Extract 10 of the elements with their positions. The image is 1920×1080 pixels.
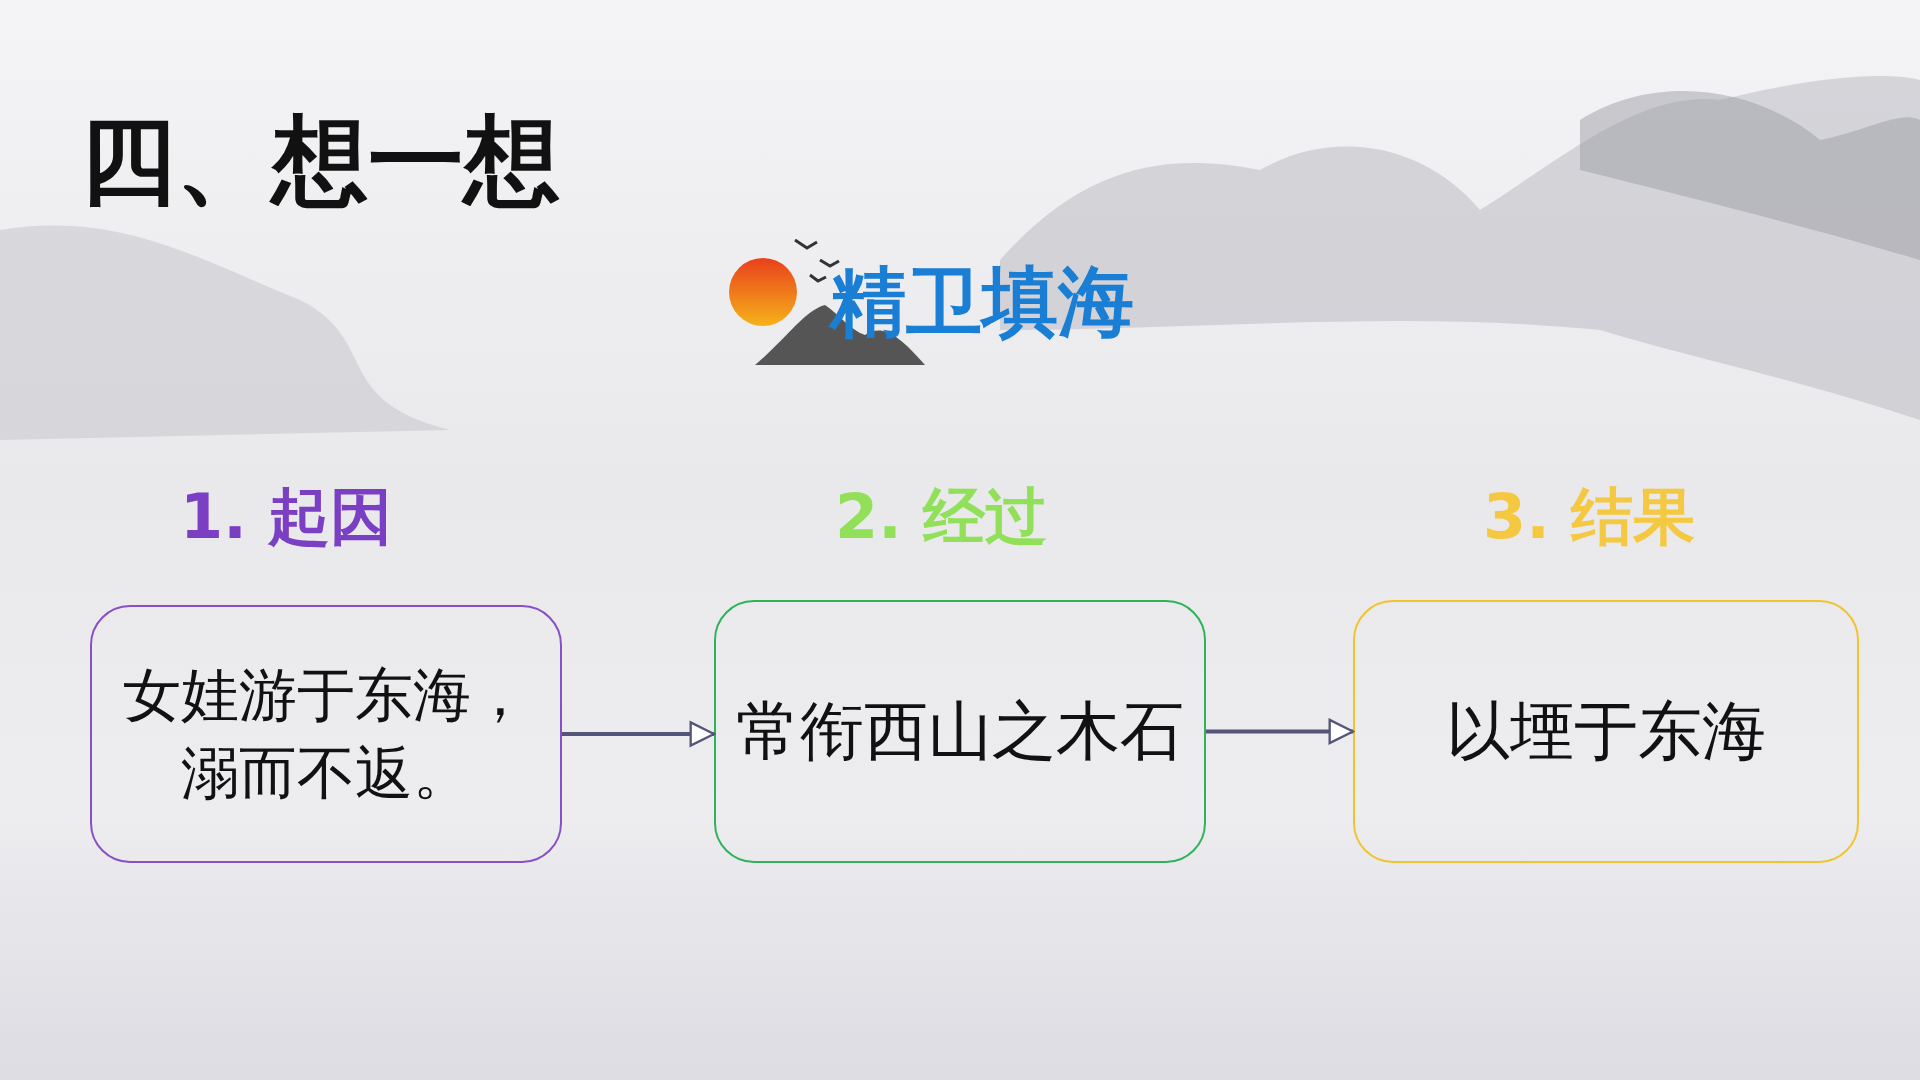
arrow	[562, 721, 716, 747]
story-title: 精卫填海	[830, 256, 1134, 348]
step-box: 常衔西山之木石	[714, 600, 1206, 863]
arrow	[1206, 718, 1355, 745]
slide-title: 四、想一想	[80, 104, 560, 219]
step-heading: 2. 经过	[835, 479, 1048, 555]
step-box: 女娃游于东海，溺而不返。	[90, 605, 562, 863]
step-box: 以堙于东海	[1353, 600, 1859, 863]
step-heading: 3. 结果	[1483, 479, 1696, 555]
step-heading: 1. 起因	[180, 479, 393, 555]
